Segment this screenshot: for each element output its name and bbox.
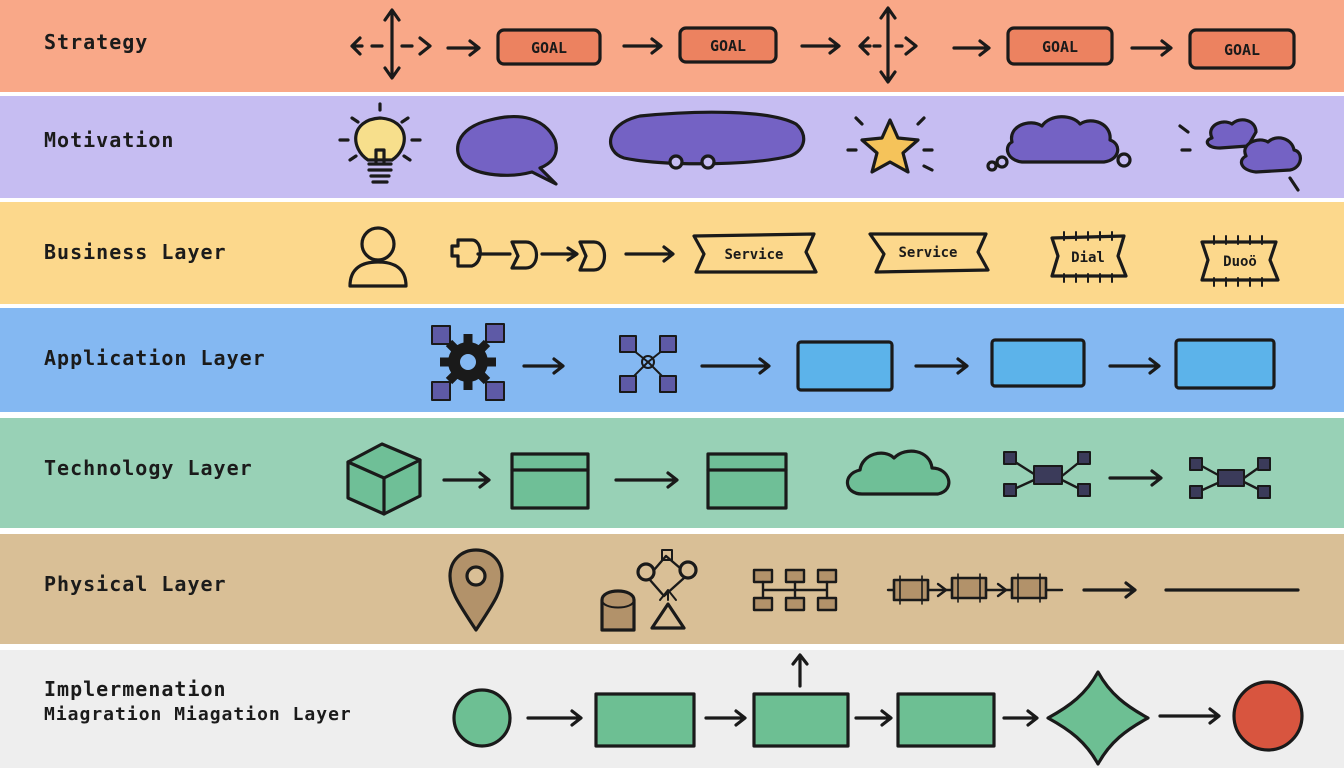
object-box bbox=[1200, 240, 1280, 282]
service-label: Service bbox=[898, 245, 957, 261]
corner-block bbox=[485, 323, 505, 343]
layer-band-strategy bbox=[0, 0, 1344, 92]
business-object-node-1: Dial bbox=[1050, 231, 1128, 283]
service-banner bbox=[868, 232, 990, 274]
business-service-node-1: Service bbox=[692, 232, 818, 274]
arrow bbox=[1108, 469, 1163, 487]
arrow bbox=[1002, 709, 1039, 727]
business-actor-icon bbox=[348, 226, 408, 288]
object-label: Dial bbox=[1071, 250, 1105, 266]
strategy-course-of-action-icon bbox=[350, 8, 432, 80]
technology-system-box-1 bbox=[510, 452, 590, 510]
bubble-dot bbox=[668, 154, 684, 170]
star-icon bbox=[846, 116, 934, 174]
object-box bbox=[1050, 234, 1128, 278]
lightbulb-icon bbox=[338, 102, 422, 184]
arrow bbox=[1158, 707, 1221, 725]
business-object-node-2: Duoö bbox=[1200, 235, 1280, 287]
arrow bbox=[700, 357, 771, 375]
goal-box bbox=[1188, 28, 1296, 70]
bubble-dot bbox=[1116, 152, 1132, 168]
object-ticks bbox=[1063, 231, 1113, 283]
layer-label-technology: Technology Layer bbox=[44, 456, 253, 480]
arrow bbox=[522, 357, 565, 375]
physical-device-chain bbox=[886, 573, 1064, 605]
technology-system-box-2 bbox=[706, 452, 788, 510]
work-package-box-3 bbox=[896, 692, 996, 748]
arrow bbox=[854, 709, 893, 727]
layer-label-implementation: Implermenation Miagration Miagation Laye… bbox=[44, 676, 352, 728]
technology-node-cube-icon bbox=[346, 442, 422, 516]
object-ticks bbox=[1213, 235, 1263, 287]
arrow bbox=[1130, 39, 1173, 57]
equipment-facility-icon bbox=[600, 549, 698, 632]
corner-block bbox=[431, 381, 451, 401]
arrow bbox=[952, 39, 991, 57]
end-event-icon bbox=[1232, 680, 1304, 752]
corner-block bbox=[485, 381, 505, 401]
goal-box bbox=[496, 28, 602, 66]
cloud-thought-icon bbox=[986, 115, 1132, 172]
bubble-dot bbox=[986, 160, 998, 172]
thought-bubble-elongated-icon bbox=[609, 110, 806, 170]
application-component-box-3 bbox=[1174, 338, 1276, 390]
application-component-network-icon bbox=[619, 335, 677, 393]
location-pin-icon bbox=[448, 548, 504, 632]
arrow bbox=[624, 245, 675, 263]
arrow bbox=[614, 471, 679, 489]
arrow bbox=[800, 37, 841, 55]
business-service-node-2: Service bbox=[868, 232, 990, 274]
speech-bubble-icon bbox=[456, 115, 558, 186]
layer-label-business: Business Layer bbox=[44, 240, 227, 264]
goal-box bbox=[1006, 26, 1114, 66]
work-package-box-1 bbox=[594, 692, 696, 748]
gear-icon bbox=[431, 323, 505, 401]
arrow bbox=[446, 39, 481, 57]
goal-label: GOAL bbox=[710, 37, 746, 55]
business-process-chain bbox=[450, 238, 607, 272]
work-package-box-2 bbox=[752, 692, 850, 748]
goal-node-4: GOAL bbox=[1188, 28, 1296, 70]
goal-box bbox=[678, 26, 778, 64]
gateway-diamond-icon bbox=[1046, 670, 1150, 766]
service-banner bbox=[692, 232, 818, 274]
start-event-icon bbox=[452, 688, 512, 748]
layer-label-strategy: Strategy bbox=[44, 30, 149, 54]
layer-label-implementation-line2: Miagration Miagation Layer bbox=[44, 704, 352, 725]
arrow bbox=[526, 709, 583, 727]
goal-node-1: GOAL bbox=[496, 28, 602, 66]
arrow bbox=[1108, 357, 1161, 375]
goal-label: GOAL bbox=[531, 39, 567, 57]
layer-band-application bbox=[0, 308, 1344, 412]
strategy-course-of-action-icon bbox=[858, 6, 918, 84]
arrow bbox=[442, 471, 491, 489]
communication-network-icon-1 bbox=[1003, 451, 1091, 497]
goal-label: GOAL bbox=[1042, 38, 1078, 56]
bubble-dot bbox=[995, 155, 1009, 169]
corner-block bbox=[431, 325, 451, 345]
object-label: Duoö bbox=[1223, 254, 1257, 270]
arrow-up bbox=[791, 653, 809, 688]
bubble-dot bbox=[700, 154, 716, 170]
arrow bbox=[1082, 581, 1137, 599]
application-component-box-1 bbox=[796, 340, 894, 392]
goal-label: GOAL bbox=[1224, 41, 1260, 59]
cloud-pair-icon bbox=[1178, 118, 1302, 192]
layer-label-physical: Physical Layer bbox=[44, 572, 227, 596]
layer-label-application: Application Layer bbox=[44, 346, 266, 370]
service-label: Service bbox=[724, 247, 783, 263]
physical-distribution-grid-icon bbox=[752, 568, 838, 612]
goal-node-3: GOAL bbox=[1006, 26, 1114, 66]
layer-band-technology bbox=[0, 418, 1344, 528]
layer-label-motivation: Motivation bbox=[44, 128, 175, 152]
application-component-box-2 bbox=[990, 338, 1086, 388]
cloud-icon bbox=[845, 449, 951, 496]
arrow bbox=[622, 37, 663, 55]
layer-label-implementation-line1: Implermenation bbox=[44, 677, 227, 701]
arrow bbox=[914, 357, 969, 375]
communication-network-icon-2 bbox=[1189, 457, 1271, 499]
goal-node-2: GOAL bbox=[678, 26, 778, 64]
arrow bbox=[704, 709, 747, 727]
